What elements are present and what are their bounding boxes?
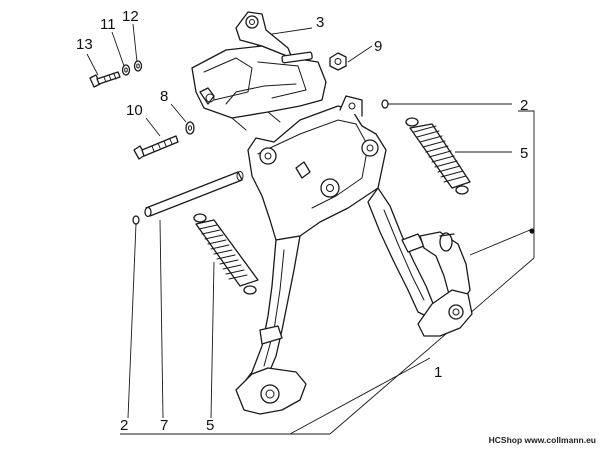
washer-8 bbox=[185, 121, 195, 135]
callout-5-top: 5 bbox=[520, 145, 528, 162]
callout-7: 7 bbox=[160, 417, 168, 434]
leader-lines bbox=[86, 23, 535, 435]
circlip-bottom bbox=[132, 215, 140, 225]
nut bbox=[329, 52, 347, 71]
center-stand bbox=[235, 95, 473, 415]
spring-top bbox=[405, 117, 471, 195]
callout-10: 10 bbox=[126, 102, 143, 119]
callout-2-top: 2 bbox=[520, 97, 528, 114]
callout-12: 12 bbox=[122, 8, 139, 25]
bolt-lower bbox=[133, 135, 179, 160]
washer-12 bbox=[133, 60, 143, 72]
callout-11: 11 bbox=[100, 16, 116, 33]
callout-5-bottom: 5 bbox=[206, 417, 214, 434]
callout-3: 3 bbox=[316, 14, 324, 31]
callout-9: 9 bbox=[374, 38, 382, 55]
spring-bottom bbox=[193, 213, 259, 295]
callout-8: 8 bbox=[160, 88, 168, 105]
watermark-text: HCShop www.collmann.eu bbox=[489, 435, 596, 445]
washer-11 bbox=[121, 64, 131, 76]
callout-labels: 3 9 12 11 13 8 10 2 5 1 2 7 5 bbox=[76, 8, 528, 434]
callout-13: 13 bbox=[76, 36, 93, 53]
pivot-pin bbox=[144, 171, 244, 218]
mounting-bracket bbox=[191, 11, 327, 131]
callout-1: 1 bbox=[434, 364, 442, 381]
bolt-top bbox=[89, 71, 121, 88]
leader-dot bbox=[529, 228, 535, 234]
circlip-top bbox=[381, 99, 389, 109]
callout-2-bottom: 2 bbox=[120, 417, 128, 434]
